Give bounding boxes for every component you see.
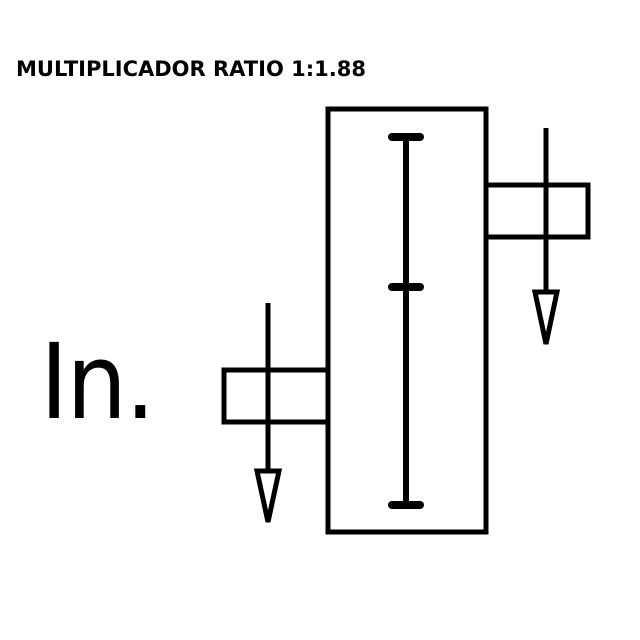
- input-rotation-arrowhead-icon: [253, 468, 283, 523]
- input-label: In.: [40, 321, 156, 443]
- output-rotation-arrowhead-icon: [531, 289, 561, 345]
- input-shaft: [221, 367, 331, 425]
- diagram-title: MULTIPLICADOR RATIO 1:1.88: [16, 57, 366, 81]
- output-shaft: [483, 182, 591, 240]
- gearbox-housing: [325, 106, 489, 535]
